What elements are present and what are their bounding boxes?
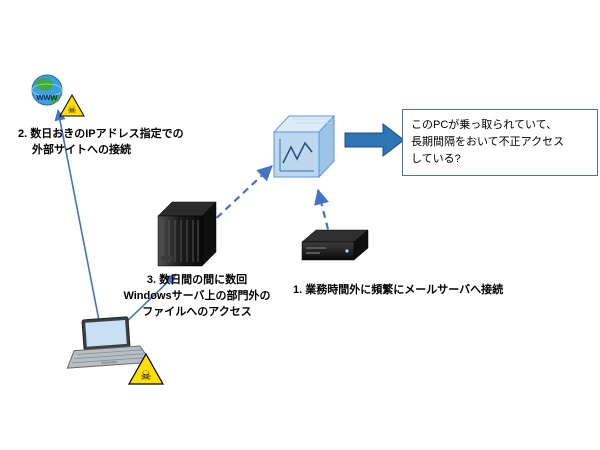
callout-line1: このPCが乗っ取られていて、: [411, 119, 558, 131]
step2-label: 2. 数日おきのIPアドレス指定での 外部サイトへの接続: [18, 127, 184, 159]
callout-box: このPCが乗っ取られていて、 長期間隔をおいて不正アクセス している?: [402, 109, 598, 177]
cube-chart-line: [282, 141, 313, 164]
step3-line3: ファイルへのアクセス: [142, 305, 252, 318]
step3-line2: Windowsサーバ上の部門外の: [123, 289, 271, 302]
step2-line2: 外部サイトへの接続: [32, 143, 131, 156]
skull-glyph: ☠: [140, 368, 152, 383]
arrow-laptop-to-globe: [54, 109, 103, 337]
block-arrow-pc-to-callout: [344, 122, 405, 158]
step1-label: 1. 業務時間外に頻繁にメールサーバへ接続: [293, 283, 503, 299]
skull-warning-icon-laptop: ☠: [127, 352, 165, 385]
globe-www-label: www: [35, 92, 58, 102]
skull-warning-icon-globe: ☠: [59, 93, 85, 117]
step1-line1: 1. 業務時間外に頻繁にメールサーバへ接続: [293, 284, 504, 296]
step3-line1: 3. 数日間の間に数回: [146, 274, 248, 286]
globe-icon: www: [31, 74, 63, 106]
tower-server-icon: [157, 201, 217, 267]
skull-glyph: ☠: [68, 105, 77, 116]
pc-cube-icon: [272, 114, 336, 179]
callout-line2: 長期間隔をおいて不正アクセス: [411, 136, 565, 149]
laptop-icon: [66, 316, 153, 369]
callout-line3: している?: [411, 153, 461, 166]
dashed-arrow-mail-server-to-pc: [314, 188, 333, 242]
rack-mail-server-icon: [301, 229, 369, 261]
dashed-arrow-tower-server-to-pc: [207, 165, 273, 227]
step2-line1: 2. 数日おきのIPアドレス指定での: [18, 128, 184, 140]
step3-label: 3. 数日間の間に数回 Windowsサーバ上の部門外の ファイルへのアクセス: [112, 273, 282, 321]
